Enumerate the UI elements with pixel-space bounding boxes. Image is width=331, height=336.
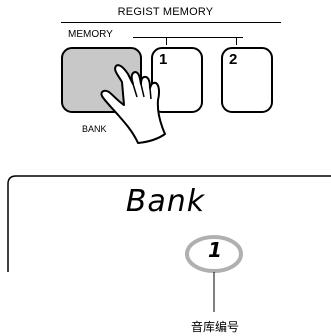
memory-tick-1: [166, 37, 167, 45]
regist-memory-bracket: [61, 22, 281, 23]
memory-label: MEMORY: [68, 29, 113, 40]
lcd-bank-text: Bank: [125, 184, 206, 219]
bank-label: BANK: [82, 124, 107, 134]
memory-2-button[interactable]: 2: [221, 47, 273, 113]
bank-number-highlight-ring: [185, 235, 243, 273]
lcd-bank-number: 1: [208, 238, 222, 262]
bank-number-caption: 音库编号: [190, 320, 239, 334]
memory-tick-2: [236, 37, 237, 45]
regist-memory-title: REGIST MEMORY: [117, 6, 214, 18]
memory-1-button[interactable]: 1: [151, 47, 203, 113]
memory-2-label: 2: [229, 51, 238, 68]
memory-bracket: [133, 37, 243, 38]
memory-1-label: 1: [159, 51, 168, 68]
